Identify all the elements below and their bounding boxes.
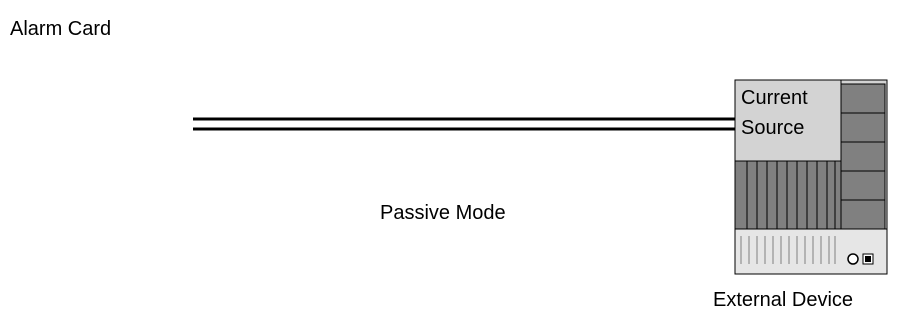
passive-mode-label: Passive Mode (380, 202, 506, 224)
current-source-label-line2: Source (741, 117, 804, 139)
base-vents (740, 236, 836, 264)
right-module-stack (840, 83, 886, 230)
port-icon-inner (865, 256, 871, 262)
card-rack-frame (734, 160, 842, 230)
module-slot (840, 199, 886, 230)
current-source-panel (734, 79, 842, 162)
current-source-label-line1: Current (741, 87, 808, 109)
module-slot (840, 83, 886, 114)
module-slot (840, 170, 886, 201)
card-rack (734, 160, 842, 230)
power-indicator-icon (847, 253, 859, 265)
card-rack-dividers (746, 161, 836, 229)
device-base (734, 228, 888, 275)
module-slot (840, 112, 886, 143)
module-slot (840, 141, 886, 172)
alarm-card-label: Alarm Card (10, 18, 112, 40)
external-device-label: External Device (713, 289, 854, 311)
external-device: Current Source (734, 79, 888, 275)
connection-cable (193, 117, 737, 131)
